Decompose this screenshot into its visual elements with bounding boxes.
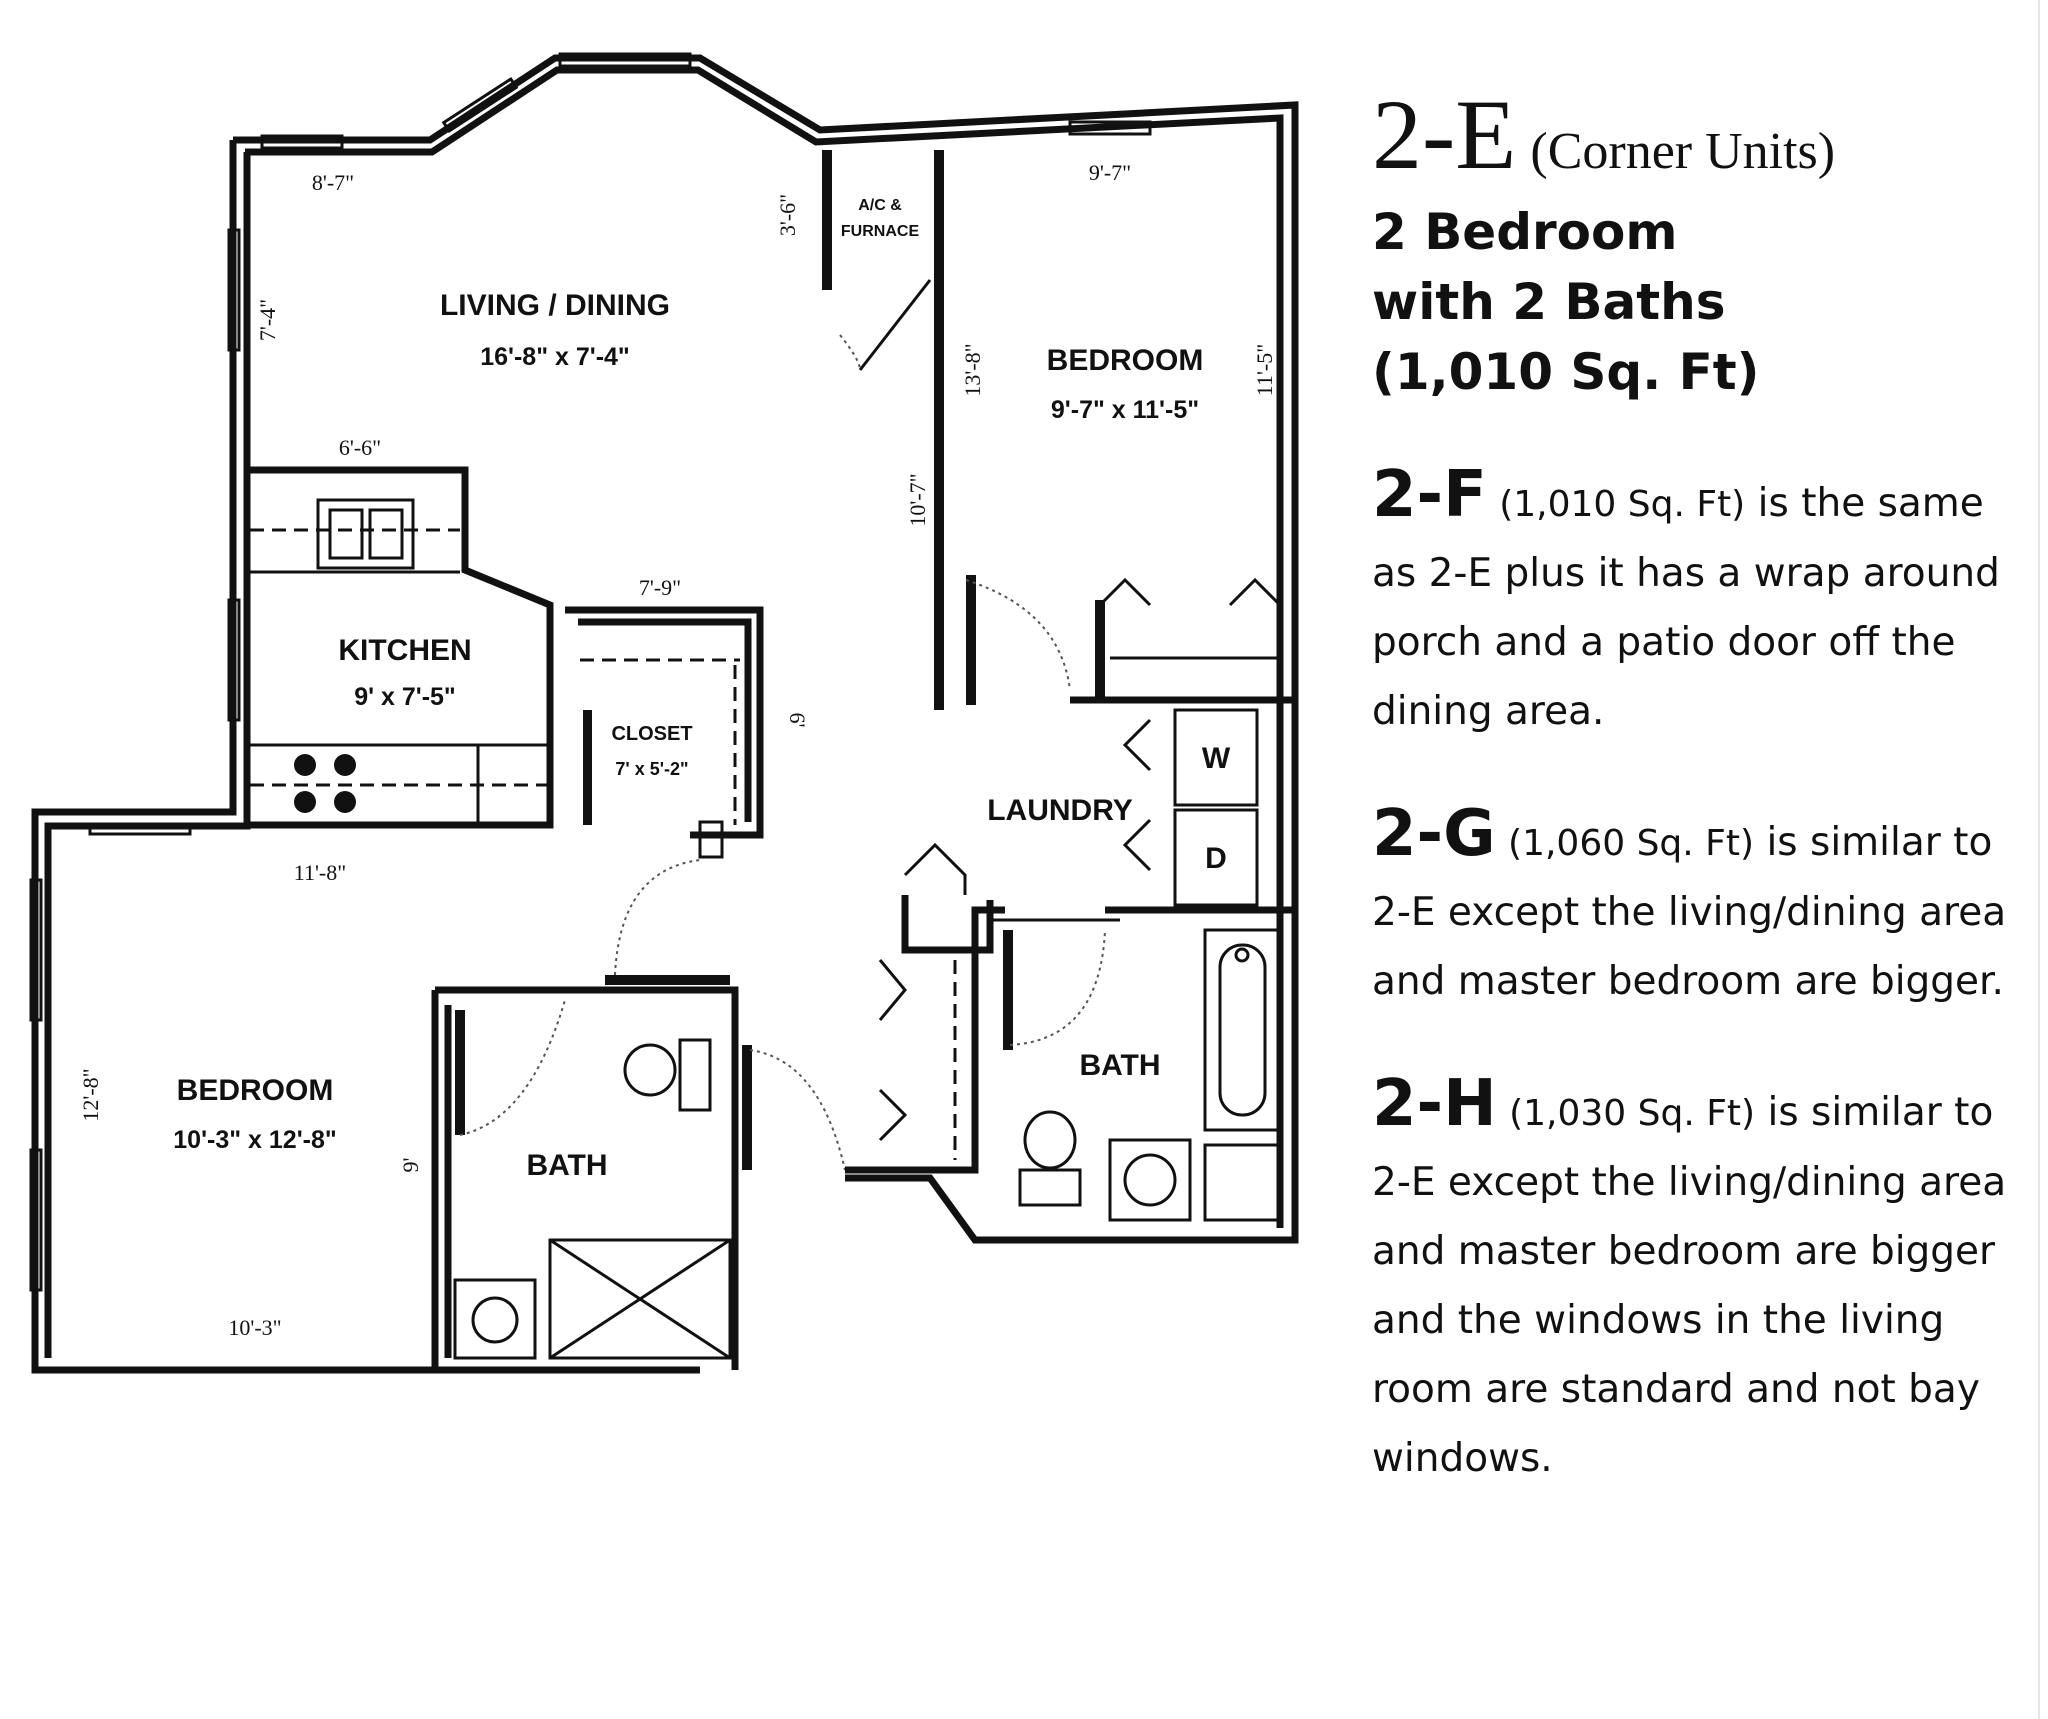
laundry-label: LAUNDRY	[987, 794, 1133, 827]
spec-line: 2 Bedroom	[1372, 203, 1678, 261]
ac-label-line1: A/C &	[858, 197, 902, 214]
dryer-label: D	[1205, 842, 1227, 875]
variant-code: 2-H	[1372, 1067, 1497, 1141]
exterior-walls	[31, 54, 1299, 1374]
variant-2f: 2-F (1,010 Sq. Ft) is the same as 2-E pl…	[1372, 461, 2012, 746]
unit-subtitle: (Corner Units)	[1530, 123, 1836, 180]
laundry-area	[1105, 708, 1295, 914]
variant-sqft: (1,060 Sq. Ft)	[1508, 823, 1755, 864]
variant-text: is the same as 2-E plus it has a wrap ar…	[1372, 481, 2000, 734]
living-dining-label: LIVING / DINING	[440, 289, 670, 322]
dim-bedroom-left-side: 12'-8"	[78, 1068, 103, 1121]
variant-code: 2-G	[1372, 797, 1496, 871]
dim-bath-side: 9'	[398, 1157, 423, 1172]
bath-right-label: BATH	[1079, 1049, 1160, 1082]
dim-hall: 10'-7"	[905, 473, 930, 526]
spec-line: with 2 Baths	[1372, 273, 1726, 331]
variant-text: is similar to 2-E except the living/dini…	[1372, 820, 2007, 1004]
dim-closet-ac: 3'-6"	[775, 194, 800, 236]
variant-code: 2-F	[1372, 458, 1487, 532]
kitchen-dims: 9' x 7'-5"	[354, 683, 456, 711]
closet-label: CLOSET	[611, 723, 692, 745]
dim-top-bedroom: 9'-7"	[1089, 160, 1131, 185]
dim-bedroom-depth: 13'-8"	[960, 343, 985, 396]
ac-label-line2: FURNACE	[841, 223, 920, 240]
dim-top-left: 8'-7"	[312, 170, 354, 195]
closet	[565, 606, 764, 859]
unit-description: 2-E(Corner Units) 2 Bedroom with 2 Baths…	[1372, 85, 2012, 1493]
bedroom-left-dims: 10'-3" x 12'-8"	[173, 1126, 336, 1154]
dim-left-living: 7'-4"	[255, 299, 280, 341]
unit-title: 2-E(Corner Units)	[1372, 85, 2012, 185]
bath-right-area	[845, 842, 1282, 1222]
living-dining-dims: 16'-8" x 7'-4"	[480, 343, 630, 371]
bath-left-fixtures	[453, 1038, 732, 1360]
floor-plan: LIVING / DINING 16'-8" x 7'-4" BEDROOM 9…	[29, 52, 1299, 1374]
variant-2g: 2-G (1,060 Sq. Ft) is similar to 2-E exc…	[1372, 800, 2012, 1016]
spec-line: (1,010 Sq. Ft)	[1372, 343, 1760, 401]
variant-sqft: (1,030 Sq. Ft)	[1509, 1093, 1756, 1134]
bedroom-right-label: BEDROOM	[1047, 344, 1204, 377]
bedroom-left-label: BEDROOM	[177, 1074, 334, 1107]
closet-dims: 7' x 5'-2"	[615, 759, 688, 779]
dim-bedroom-bottom: 10'-3"	[228, 1315, 281, 1340]
bath-left-label: BATH	[526, 1149, 607, 1182]
interior-walls-left	[431, 859, 846, 1370]
page-edge	[2038, 0, 2040, 1719]
unit-code: 2-E	[1372, 79, 1517, 190]
bedroom-right-walls	[965, 575, 1295, 705]
variant-text: is similar to 2-E except the living/dini…	[1372, 1090, 2007, 1481]
kitchen-label: KITCHEN	[338, 634, 471, 667]
dim-kitchen-top: 6'-6"	[339, 435, 381, 460]
variant-2h: 2-H (1,030 Sq. Ft) is similar to 2-E exc…	[1372, 1070, 2012, 1493]
bedroom-right-dims: 9'-7" x 11'-5"	[1051, 396, 1199, 424]
windows	[29, 52, 1152, 1292]
washer-label: W	[1202, 742, 1231, 775]
ac-furnace-closet	[822, 150, 944, 710]
dim-closet-top: 7'-9"	[639, 575, 681, 600]
unit-spec: 2 Bedroom with 2 Baths (1,010 Sq. Ft)	[1372, 197, 2012, 407]
dim-kitchen-bottom: 11'-8"	[294, 860, 346, 885]
kitchen	[247, 466, 554, 829]
dim-closet-side: 6'	[785, 713, 810, 728]
variant-sqft: (1,010 Sq. Ft)	[1499, 484, 1746, 525]
dim-bedroom-right-side: 11'-5"	[1252, 344, 1277, 396]
